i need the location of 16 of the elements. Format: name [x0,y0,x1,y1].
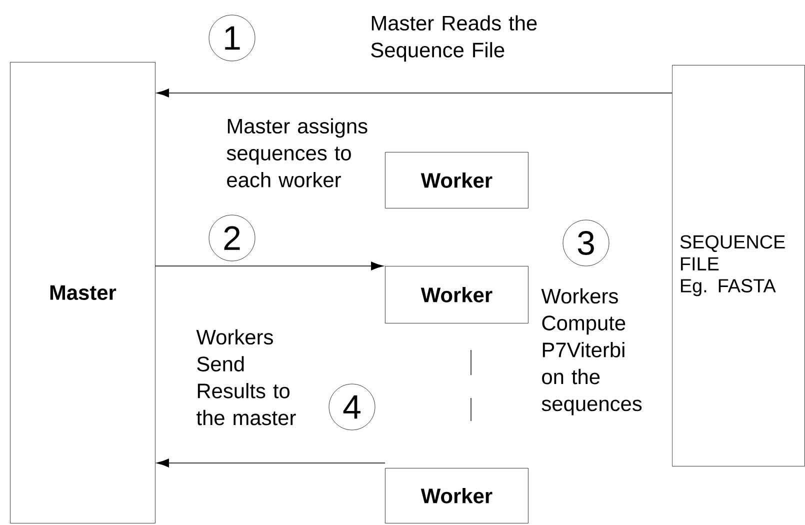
step-description: Master Reads the Sequence File [371,15,537,62]
arrow [154,262,384,270]
worker-box: Worker [385,152,528,208]
worker-box: Worker [385,266,528,324]
arrow [156,458,386,468]
step-description: Workers Compute P7Viterbi on the sequences [541,288,642,416]
arrow [156,88,672,98]
worker-box: Worker [385,468,528,524]
step-description: Master assigns sequences to each worker [226,118,368,188]
step-number: 1 [208,14,256,62]
step-number: 3 [562,220,610,266]
file-box: SEQUENCE FILE Eg. FASTA [672,65,805,466]
step-number: 2 [208,214,256,262]
step-description: Workers Send Results to the master [196,329,296,426]
step-number: 4 [328,384,376,430]
master-box: Master [10,62,156,524]
